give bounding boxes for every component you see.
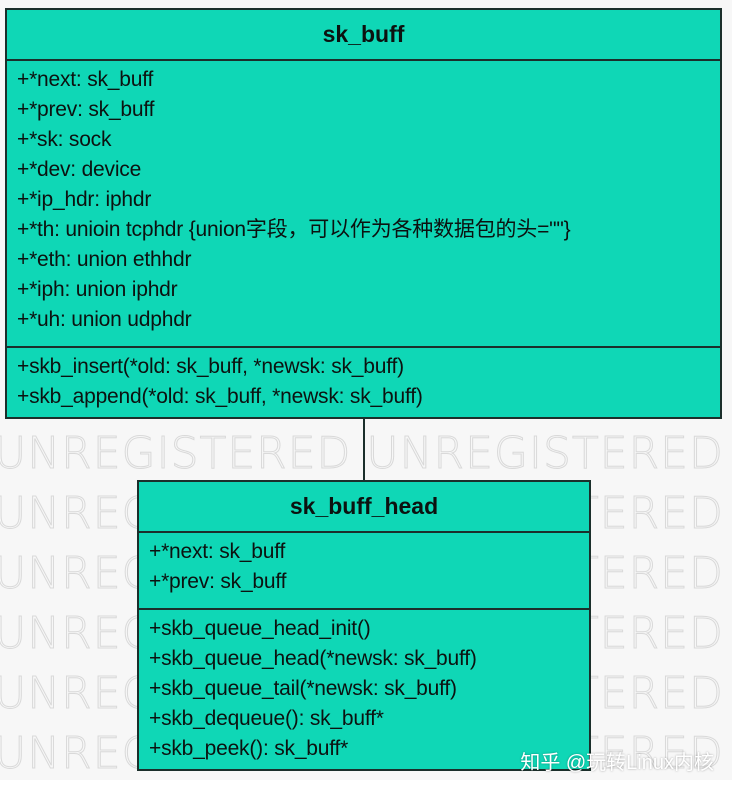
attribute: +*ip_hdr: iphdr bbox=[17, 188, 152, 211]
attribute: +*prev: sk_buff bbox=[17, 98, 155, 121]
methods-compartment: +skb_insert(*old: sk_buff, *newsk: sk_bu… bbox=[7, 346, 720, 412]
attribute: +*prev: sk_buff bbox=[149, 570, 287, 593]
attribute: +*next: sk_buff bbox=[149, 540, 286, 563]
methods-compartment: +skb_queue_head_init() +skb_queue_head(*… bbox=[139, 608, 589, 764]
method: +skb_queue_head_init() bbox=[149, 617, 371, 640]
attributes-compartment: +*next: sk_buff +*prev: sk_buff +*sk: so… bbox=[7, 61, 720, 346]
attribute: +*eth: union ethhdr bbox=[17, 248, 192, 271]
method: +skb_queue_tail(*newsk: sk_buff) bbox=[149, 677, 457, 700]
class-sk-buff-head[interactable]: sk_buff_head +*next: sk_buff +*prev: sk_… bbox=[137, 480, 591, 771]
association-line bbox=[363, 417, 365, 481]
class-name: sk_buff bbox=[7, 10, 720, 61]
attribute: +*sk: sock bbox=[17, 128, 112, 151]
method: +skb_insert(*old: sk_buff, *newsk: sk_bu… bbox=[17, 355, 404, 378]
method: +skb_queue_head(*newsk: sk_buff) bbox=[149, 647, 477, 670]
method: +skb_dequeue(): sk_buff* bbox=[149, 707, 384, 730]
watermark-unregistered: UNREGISTERED UNREGISTERED bbox=[0, 432, 724, 476]
attribute: +*next: sk_buff bbox=[17, 68, 154, 91]
author-credit: 知乎 @玩转Linux内核 bbox=[520, 752, 714, 774]
class-sk-buff[interactable]: sk_buff +*next: sk_buff +*prev: sk_buff … bbox=[5, 8, 722, 419]
attribute: +*uh: union udphdr bbox=[17, 308, 192, 331]
class-name: sk_buff_head bbox=[139, 482, 589, 533]
method: +skb_append(*old: sk_buff, *newsk: sk_bu… bbox=[17, 385, 423, 408]
attribute: +*dev: device bbox=[17, 158, 142, 181]
attribute: +*th: unioin tcphdr {union字段，可以作为各种数据包的头… bbox=[17, 218, 571, 241]
attribute: +*iph: union iphdr bbox=[17, 278, 178, 301]
attributes-compartment: +*next: sk_buff +*prev: sk_buff bbox=[139, 533, 589, 608]
method: +skb_peek(): sk_buff* bbox=[149, 737, 349, 760]
